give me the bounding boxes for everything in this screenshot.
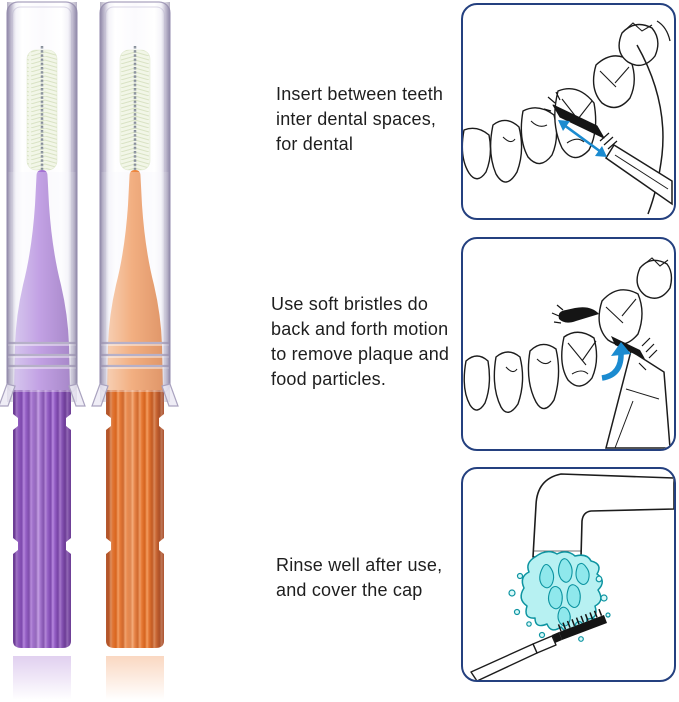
water-splash [508,550,611,642]
text-line: Rinse well after use, [276,555,443,575]
instruction-text-rinse: Rinse well after use, and cover the cap [276,553,442,603]
brush-product-photo [0,1,179,700]
text-line: Insert between teeth [276,84,444,104]
instruction-panel-rinse [461,467,676,682]
purple-brush [0,1,86,700]
purple-cone [14,170,70,392]
orange-brush [91,1,179,700]
orange-bristle-head [119,46,151,172]
brush-between-teeth-illustration [463,20,673,215]
rinse-under-faucet-illustration [470,473,674,680]
orange-cap-skirt [91,383,179,407]
faucet [532,473,674,558]
orange-cone [107,170,163,392]
instruction-text-motion: Use soft bristles do back and forth moti… [271,292,449,392]
black-brush-tip [558,307,599,323]
brush-back-and-forth-illustration [463,257,673,449]
text-line: Use soft bristles do [271,294,429,314]
orange-reflection [106,656,164,700]
text-line: back and forth motion [271,319,449,339]
instruction-text-insert: Insert between teeth inter dental spaces… [276,82,443,157]
instruction-panel-motion [461,237,676,451]
purple-bristle-head [26,46,58,172]
text-line: and cover the cap [276,580,423,600]
purple-reflection [13,656,71,700]
rotate-arrow-icon [601,342,631,381]
text-line: inter dental spaces, [276,109,437,129]
text-line: food particles. [271,369,387,389]
instruction-panel-insert [461,3,676,220]
text-line: to remove plaque and [271,344,450,364]
double-arrow-icon [558,120,607,157]
text-line: for dental [276,134,354,154]
rinsed-brush [470,608,607,680]
purple-cap-skirt [0,383,86,407]
